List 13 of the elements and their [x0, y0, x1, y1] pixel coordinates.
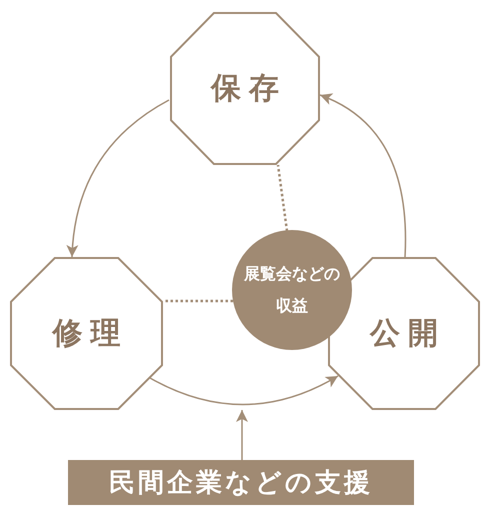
node-label: 修理: [52, 315, 128, 353]
arrow: [66, 99, 170, 258]
arrow: [320, 94, 406, 258]
octagon-box: [10, 257, 163, 410]
arrow: [150, 375, 338, 406]
octagon-box: [170, 12, 320, 165]
arrow: [236, 410, 248, 460]
node-label: 公開: [370, 315, 446, 353]
node-label: 保存: [211, 70, 287, 108]
banner-bar: [68, 460, 414, 505]
dotted-line: [276, 164, 288, 232]
node-label: 民間企業などの支援: [109, 467, 373, 500]
node-label: 展覧会などの収益: [242, 263, 341, 317]
